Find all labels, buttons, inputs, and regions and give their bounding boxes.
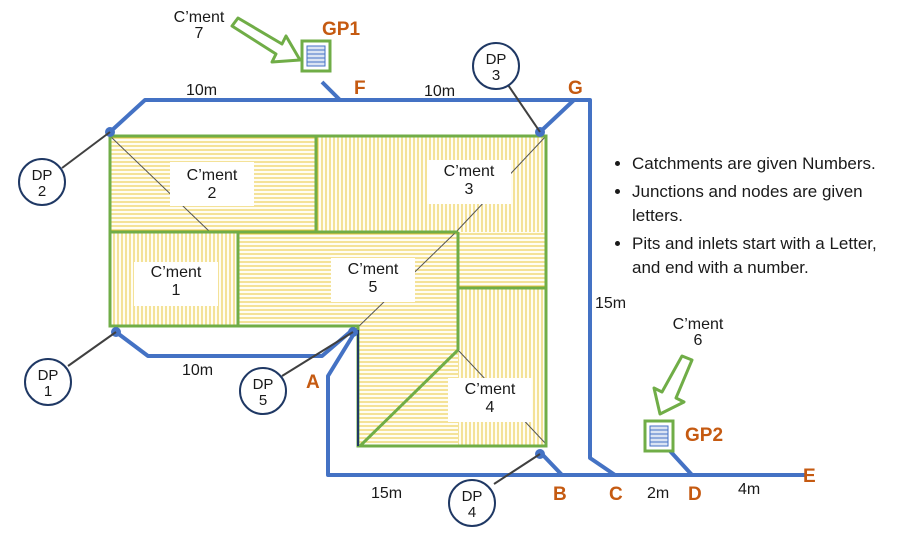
- length-bottom: 15m: [371, 485, 402, 502]
- length-top-left: 10m: [186, 82, 217, 99]
- catchment-5-number: 5: [369, 279, 378, 296]
- catchment-7-label: C’ment: [174, 9, 225, 26]
- catchment-3-number: 3: [465, 181, 474, 198]
- catchment-6-label: C’ment: [673, 316, 724, 333]
- catchment-labels: C’ment 2 C’ment 3 C’ment 1 C’ment 5 C’me…: [134, 9, 724, 422]
- node-d: D: [688, 484, 702, 505]
- note-item: Junctions and nodes are given letters.: [632, 180, 908, 228]
- length-d-e: 4m: [738, 481, 760, 498]
- length-top-right: 10m: [424, 83, 455, 100]
- catchment-4b-area: [458, 288, 546, 446]
- dp3-label: DP: [486, 51, 507, 68]
- catchment-1-number: 1: [172, 282, 181, 299]
- dp1-label: DP: [38, 367, 59, 384]
- length-c-d: 2m: [647, 485, 669, 502]
- flow-arrow-gp2: [652, 354, 694, 416]
- grated-pit-gp2-icon: [643, 419, 675, 453]
- grated-pit-gp1-icon: [300, 39, 332, 73]
- dp5-label: DP: [253, 376, 274, 393]
- node-a: A: [306, 372, 320, 393]
- catchment-3-label: C’ment: [444, 163, 495, 180]
- dp4-number: 4: [468, 504, 476, 521]
- catchment-6-number: 6: [694, 332, 703, 349]
- downpipe-circles: [18, 42, 520, 527]
- catchment-5-label: C’ment: [348, 261, 399, 278]
- length-left-bottom: 10m: [182, 362, 213, 379]
- catchment-4-number: 4: [486, 399, 495, 416]
- node-e: E: [803, 466, 816, 487]
- length-right-side: 15m: [595, 295, 626, 312]
- dp2-number: 2: [38, 183, 46, 200]
- catchment-2-number: 2: [208, 185, 217, 202]
- downpipe-connectors: [61, 81, 541, 485]
- catchment-7-number: 7: [195, 25, 204, 42]
- dp5-number: 5: [259, 392, 267, 409]
- dp3-number: 3: [492, 67, 500, 84]
- pit-gp1-label: GP1: [322, 19, 360, 40]
- catchment-3b-area: [458, 232, 546, 288]
- node-f: F: [354, 78, 366, 99]
- catchment-2-label: C’ment: [187, 167, 238, 184]
- node-labels: A B C D E F G: [306, 78, 816, 505]
- catchment-1-label: C’ment: [151, 264, 202, 281]
- catchment-4-area: [358, 326, 458, 446]
- note-item: Pits and inlets start with a Letter, and…: [632, 232, 908, 280]
- dp4-label: DP: [462, 488, 483, 505]
- pipe-lengths: 10m 10m 10m 15m 15m 2m 4m: [182, 82, 760, 502]
- dp2-label: DP: [32, 167, 53, 184]
- flow-arrow-gp1: [230, 16, 302, 64]
- catchment-4-label: C’ment: [465, 381, 516, 398]
- stormwater-pipes: [108, 80, 806, 477]
- node-b: B: [553, 484, 567, 505]
- note-item: Catchments are given Numbers.: [632, 152, 908, 176]
- notes-list: Catchments are given Numbers. Junctions …: [608, 152, 908, 284]
- node-c: C: [609, 484, 623, 505]
- dp1-number: 1: [44, 383, 52, 400]
- pit-gp2-label: GP2: [685, 425, 723, 446]
- node-g: G: [568, 78, 583, 99]
